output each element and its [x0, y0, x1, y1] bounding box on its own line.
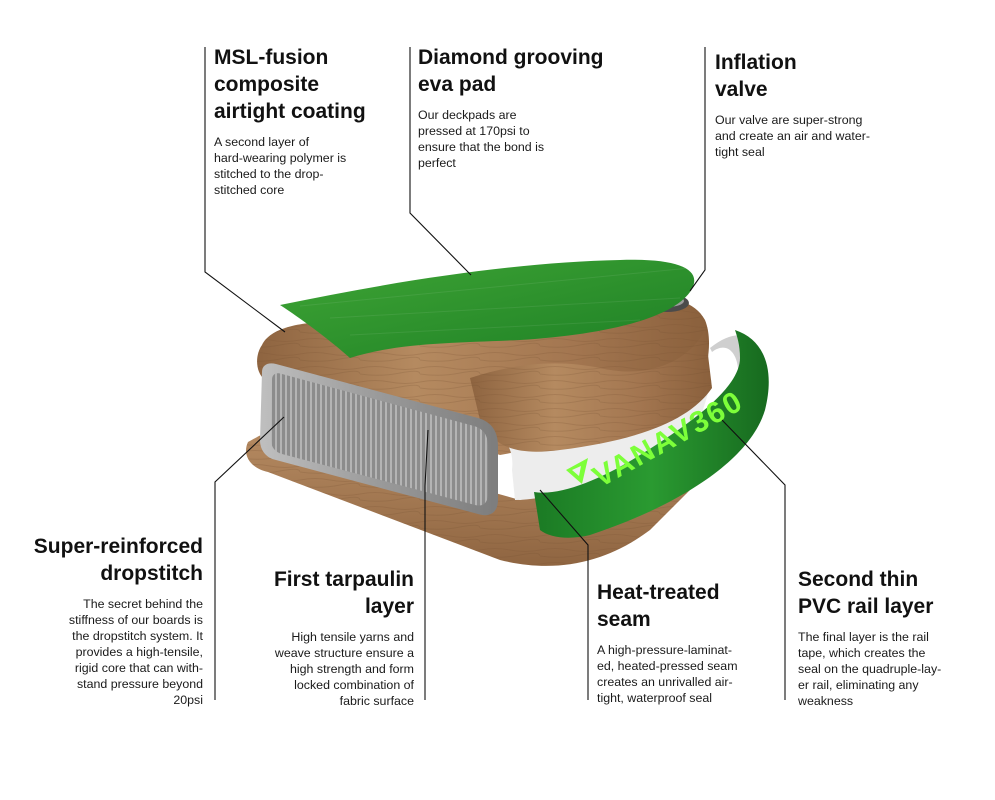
pvc-rail-text: The final layer is the rail tape, which …: [798, 630, 942, 708]
leader-msl: [204, 47, 286, 333]
diamond-grooved-deck-pad: [280, 259, 695, 358]
inflation-valve-text: Our valve are super-strong and create an…: [715, 113, 870, 159]
leader-dropstitch: [214, 416, 285, 700]
callout-super-reinforced-dropstitch: Super-reinforced dropstitch The secret b…: [10, 533, 203, 708]
inflation-valve-title: Inflation valve: [715, 51, 797, 101]
pvc-rail-title: Second thin PVC rail layer: [798, 568, 934, 618]
dropstitch-text: The secret behind the stiffness of our b…: [68, 597, 203, 707]
leader-valve: [689, 47, 706, 292]
callout-msl-fusion: MSL-fusion composite airtight coating A …: [214, 44, 404, 198]
leader-diamond: [409, 47, 472, 276]
leader-seam: [539, 489, 589, 700]
msl-fusion-title: MSL-fusion composite airtight coating: [214, 46, 366, 123]
leader-pvc: [721, 419, 786, 700]
tarpaulin-title: First tarpaulin layer: [273, 568, 414, 618]
seam-title: Heat-treated seam: [597, 581, 720, 631]
callout-heat-treated-seam: Heat-treated seam A high-pressure-lamina…: [597, 579, 772, 706]
callout-second-pvc-rail-layer: Second thin PVC rail layer The final lay…: [798, 566, 988, 709]
diamond-grooving-title: Diamond grooving eva pad: [418, 46, 604, 96]
callout-diamond-grooving: Diamond grooving eva pad Our deckpads ar…: [418, 44, 633, 171]
leader-tarpaulin: [424, 429, 429, 700]
tarpaulin-text: High tensile yarns and weave structure e…: [274, 630, 414, 708]
callout-inflation-valve: Inflation valve Our valve are super-stro…: [715, 49, 915, 160]
callout-first-tarpaulin-layer: First tarpaulin layer High tensile yarns…: [230, 566, 414, 709]
dropstitch-core: [271, 373, 488, 506]
logo-mark-icon: [566, 458, 588, 484]
seam-text: A high-pressure-laminat- ed, heated-pres…: [597, 643, 738, 705]
msl-fusion-text: A second layer of hard-wearing polymer i…: [214, 135, 347, 197]
dropstitch-title: Super-reinforced dropstitch: [33, 535, 203, 585]
leader-lines: [204, 47, 786, 700]
diamond-grooving-text: Our deckpads are pressed at 170psi to en…: [418, 108, 545, 170]
pvc-rail-tape: [534, 330, 769, 538]
